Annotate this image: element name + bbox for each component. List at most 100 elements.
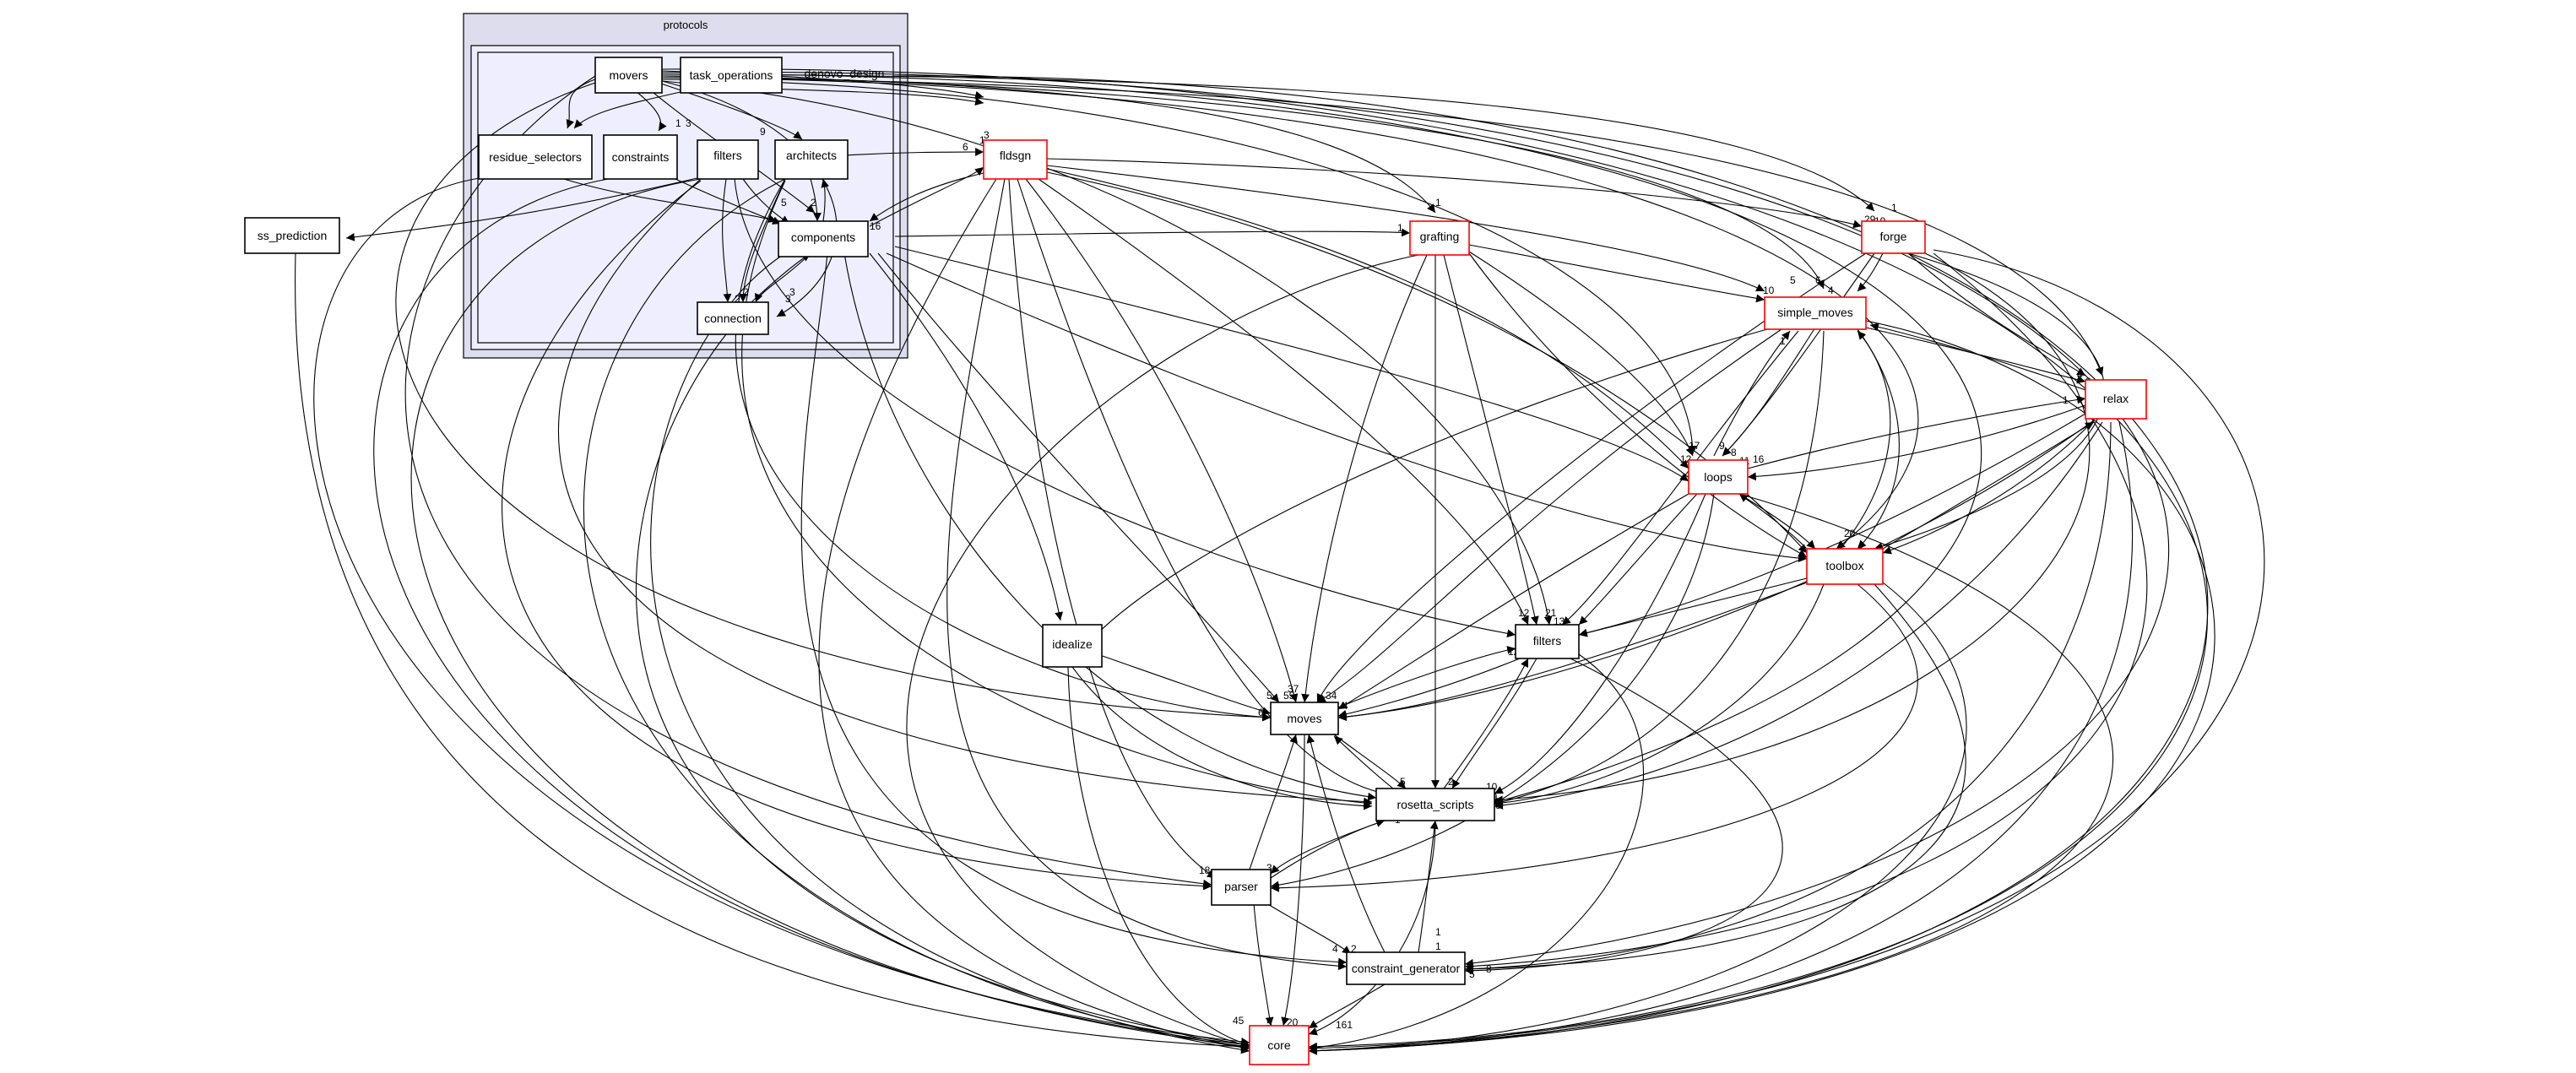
- node-loops[interactable]: loops: [1688, 459, 1749, 495]
- edge-grafting-core: [906, 254, 1419, 1049]
- edge-components-rosetta-scripts: [843, 252, 1377, 801]
- edge-count-label: 2: [1448, 776, 1454, 788]
- node-constraints-label: constraints: [612, 150, 670, 164]
- edge-count-label: 1: [1435, 940, 1441, 952]
- edge-constraint-generator-core: [1308, 984, 1386, 1029]
- node-moves[interactable]: moves: [1270, 702, 1339, 735]
- node-constraints[interactable]: constraints: [603, 134, 678, 180]
- node-movers[interactable]: movers: [594, 57, 663, 94]
- edge-simple-moves-loops: [1722, 327, 1816, 457]
- edge-forge-constraint-generator: [1464, 252, 2148, 971]
- edge-movers-filters: [661, 80, 1553, 626]
- node-components[interactable]: components: [778, 220, 869, 257]
- edge-grafting-simple-moves: [1468, 244, 1765, 303]
- node-fldsgn-label: fldsgn: [1000, 149, 1031, 162]
- edge-fldsgn-parser: [1008, 178, 1217, 879]
- edge-count-label: 1: [979, 134, 985, 146]
- node-task-operations[interactable]: task_operations: [680, 57, 783, 94]
- node-toolbox[interactable]: toolbox: [1806, 548, 1884, 585]
- edge-count-label: 1: [1891, 202, 1897, 214]
- node-parser[interactable]: parser: [1211, 869, 1272, 906]
- edge-rosetta-scripts-parser: [1270, 820, 1386, 875]
- node-forge[interactable]: forge: [1861, 220, 1926, 254]
- edge-loops-parser: [1270, 493, 1715, 890]
- node-ss-prediction-label: ss_prediction: [258, 229, 328, 242]
- node-rosetta-scripts[interactable]: rosetta_scripts: [1375, 788, 1495, 821]
- edge-connection-core: [635, 333, 1250, 1049]
- edge-filters-core: [1308, 653, 1645, 1052]
- edge-count-label: 34: [1326, 690, 1337, 702]
- edge-moves-core: [1281, 734, 1305, 1027]
- node-architects[interactable]: architects: [774, 139, 849, 180]
- edge-rosetta-scripts-moves: [1333, 735, 1394, 789]
- edge-simple-moves-relax: [1865, 327, 2086, 384]
- edge-components-constraint-generator: [800, 252, 1348, 967]
- edge-filters-local-connection: [722, 178, 732, 303]
- edge-count-label: 45: [1233, 1015, 1245, 1027]
- edge-components-grafting: [894, 228, 1411, 237]
- edge-parser-rosetta-scripts: [1270, 819, 1386, 879]
- edge-relax-core: [1308, 421, 2133, 1055]
- edge-residue-selectors-components: [563, 178, 778, 223]
- edge-components-moves: [877, 252, 1280, 703]
- edge-constraints-core: [373, 178, 1250, 1049]
- edge-grafting-filters: [1443, 254, 1539, 626]
- edge-count-label: 2: [1351, 943, 1357, 955]
- edge-count-label: 1: [2063, 394, 2069, 406]
- edge-count-label: 20: [1844, 528, 1856, 539]
- edge-components-core: [650, 252, 1250, 1054]
- cluster-denovo-design-inner-frame: [477, 51, 894, 344]
- edge-fldsgn-components: [869, 172, 984, 222]
- edge-components-loops: [894, 246, 1689, 482]
- edge-count-label: 2: [811, 197, 816, 209]
- edge-components-idealize: [869, 252, 1063, 621]
- edge-count-label: 5: [781, 197, 787, 209]
- edge-fldsgn-rosetta-scripts: [1017, 178, 1386, 796]
- edge-relax-constraint-generator: [1464, 421, 2112, 973]
- node-relax[interactable]: relax: [2085, 379, 2147, 420]
- node-core[interactable]: core: [1249, 1025, 1310, 1065]
- edge-grafting-loops: [1468, 251, 1694, 457]
- edge-architects-fldsgn: [843, 148, 984, 156]
- edge-loops-rosetta-scripts: [1494, 493, 1706, 794]
- edge-count-label: 5: [1790, 274, 1796, 286]
- edge-count-label: 5: [1266, 1017, 1272, 1029]
- edge-count-label: 9: [1719, 440, 1725, 452]
- node-residue-selectors[interactable]: residue_selectors: [478, 134, 593, 180]
- edge-filters-constraint-generator: [1464, 658, 1783, 975]
- node-connection[interactable]: connection: [697, 301, 769, 335]
- edge-movers-loops: [661, 79, 1697, 455]
- edge-denovo-design-core: [892, 75, 2209, 1055]
- node-grafting[interactable]: grafting: [1409, 220, 1470, 256]
- edge-idealize-moves: [1097, 653, 1272, 716]
- node-filters-label: filters: [1533, 634, 1561, 648]
- edge-movers-constraint-generator: [661, 71, 2170, 967]
- node-simple-moves[interactable]: simple_moves: [1764, 296, 1867, 330]
- edge-grafting-moves: [1301, 254, 1428, 703]
- node-relax-label: relax: [2103, 392, 2129, 405]
- node-residue-selectors-label: residue_selectors: [489, 150, 582, 164]
- edge-count-label: 1: [1780, 335, 1786, 347]
- node-idealize[interactable]: idealize: [1042, 624, 1103, 668]
- edge-movers-rosetta-scripts: [661, 73, 1982, 806]
- edge-count-label: 3: [789, 286, 795, 298]
- cluster-protocols-label: protocols: [664, 19, 708, 31]
- edge-count-label: 1: [1397, 222, 1403, 234]
- edge-count-label: 6: [963, 141, 968, 153]
- edge-fldsgn-simple-moves: [1046, 165, 1765, 292]
- edge-loops-moves: [1337, 493, 1689, 710]
- edge-movers-moves: [395, 82, 1272, 722]
- node-filters-local[interactable]: filters: [697, 139, 759, 180]
- edge-forge-moves: [1316, 252, 1867, 703]
- edge-movers-forge: [661, 73, 1875, 212]
- node-ss-prediction[interactable]: ss_prediction: [244, 217, 340, 254]
- node-filters[interactable]: filters: [1515, 624, 1580, 659]
- edge-count-label: 8: [1486, 963, 1492, 975]
- node-idealize-label: idealize: [1052, 637, 1093, 651]
- node-constraint-generator[interactable]: constraint_generator: [1346, 951, 1466, 985]
- node-architects-label: architects: [786, 149, 837, 162]
- edge-architects-components: [810, 178, 822, 222]
- edge-movers-core: [661, 68, 2208, 1051]
- node-fldsgn[interactable]: fldsgn: [983, 139, 1048, 180]
- edge-count-label: 161: [1336, 1019, 1353, 1031]
